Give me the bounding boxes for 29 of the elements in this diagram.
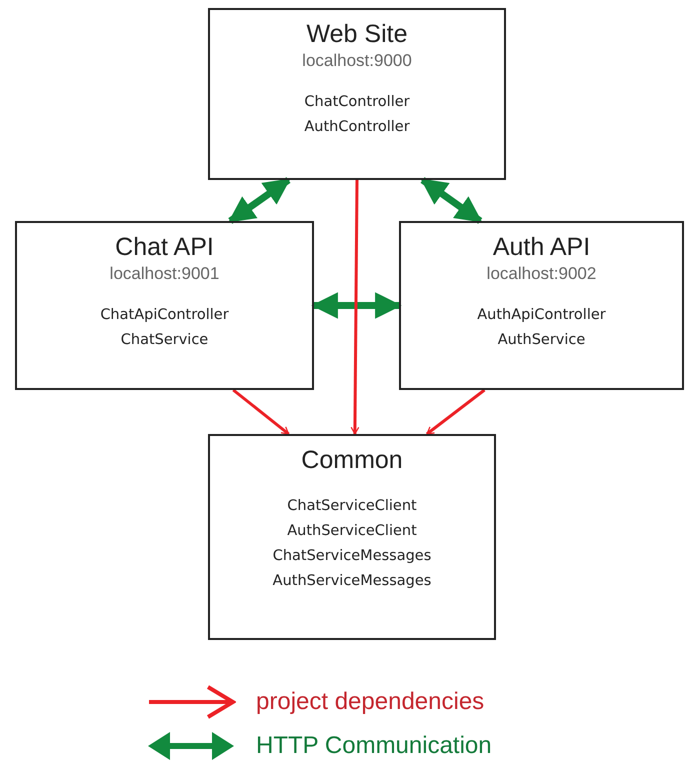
class-name: ChatService	[120, 331, 208, 350]
box-title: Chat API	[115, 232, 214, 263]
class-name: AuthServiceMessages	[272, 572, 432, 591]
legend-text: HTTP Communication	[256, 731, 492, 761]
host-address: localhost:9002	[486, 263, 596, 285]
class-name: AuthController	[304, 118, 410, 137]
component-box	[399, 221, 684, 390]
host-address: localhost:9000	[302, 50, 412, 72]
legend-text: project dependencies	[256, 687, 484, 717]
class-name: ChatController	[304, 93, 410, 112]
class-name: AuthApiController	[477, 306, 606, 325]
box-title: Web Site	[306, 19, 408, 50]
component-box	[208, 434, 496, 640]
host-address: localhost:9001	[110, 263, 220, 285]
arrow	[311, 292, 402, 319]
class-name: ChatServiceMessages	[272, 547, 432, 566]
class-name: AuthServiceClient	[287, 522, 417, 541]
box-title: Auth API	[492, 232, 590, 263]
class-name: ChatServiceClient	[287, 497, 417, 516]
box-title: Common	[301, 445, 403, 476]
component-box	[208, 8, 506, 180]
class-name: AuthService	[498, 331, 586, 350]
arrow	[350, 180, 360, 435]
arrow	[228, 177, 291, 224]
arrow	[232, 388, 290, 436]
class-name: ChatApiController	[100, 306, 229, 325]
arrow	[420, 177, 482, 224]
arrow	[426, 388, 486, 436]
component-box	[15, 221, 314, 390]
